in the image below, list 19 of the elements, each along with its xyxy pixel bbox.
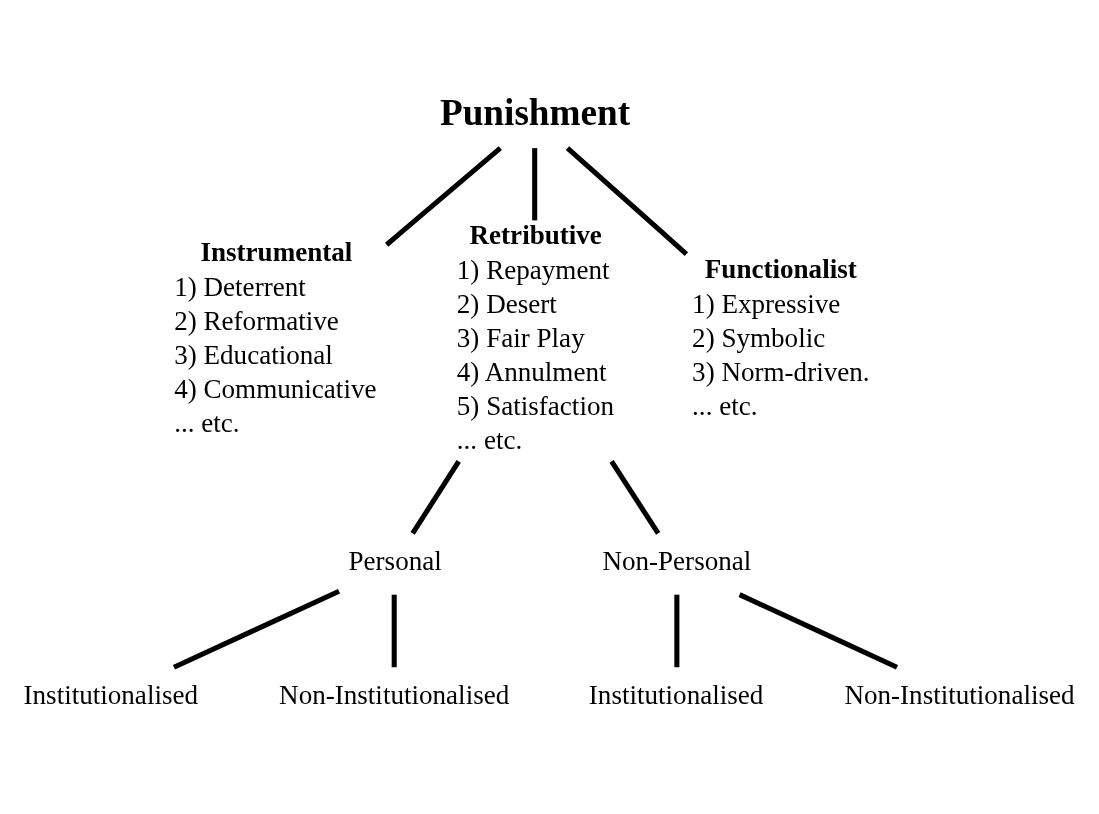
connector xyxy=(410,459,461,535)
node-text: Instrumental 1) Deterrent 2) Reformative 3) Educational 4) Communicative ... etc. xyxy=(174,236,377,438)
connector xyxy=(738,591,898,670)
node-text: Non-Institutionalised xyxy=(844,679,1075,710)
node-text: Institutionalised xyxy=(23,679,199,710)
node-text: Personal xyxy=(348,545,442,576)
connector xyxy=(565,145,689,256)
node-text: Retributive 1) Repayment 2) Desert 3) Fair Play 4) Annulment 5) Satisfaction ... etc. xyxy=(456,219,615,455)
node-text: Non-Personal xyxy=(602,545,752,576)
node-text: Punishment xyxy=(439,91,631,133)
connector xyxy=(609,459,661,535)
connector xyxy=(172,588,341,670)
connector xyxy=(391,594,397,667)
connector xyxy=(385,145,502,247)
node-text: Functionalist 1) Expressive 2) Symbolic 3) Norm-driven. ... etc. xyxy=(692,253,870,421)
node-text: Non-Institutionalised xyxy=(279,679,510,710)
node-text: Institutionalised xyxy=(588,679,764,710)
connector xyxy=(674,594,680,667)
connector xyxy=(532,147,538,220)
